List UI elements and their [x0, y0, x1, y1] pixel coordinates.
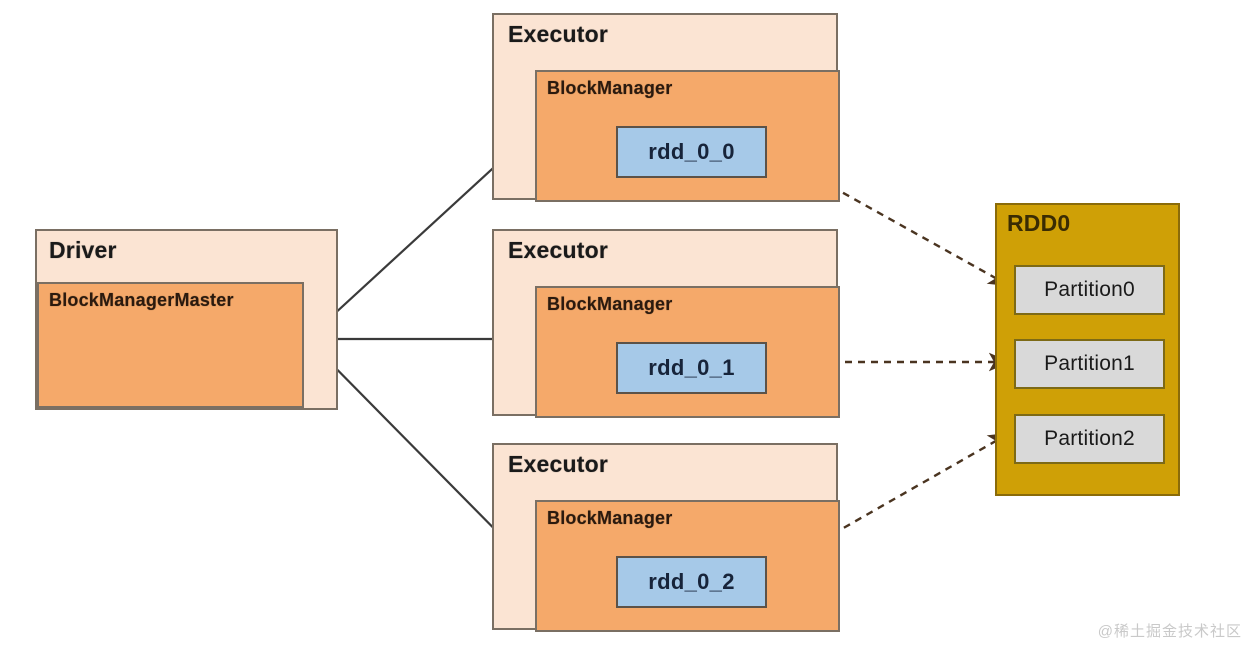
executor-title-3: Executor — [508, 451, 609, 477]
executor-title-1: Executor — [508, 21, 609, 47]
rdd-block-0-2: rdd_0_2 — [616, 556, 767, 608]
block-manager-title-3: BlockManager — [547, 508, 673, 528]
driver-title: Driver — [49, 237, 117, 263]
rdd0-container: RDD0 Partition0 Partition1 Partition2 — [995, 203, 1180, 496]
watermark: @稀土掘金技术社区 — [1097, 623, 1242, 640]
driver-container: Driver BlockManagerMaster — [35, 229, 338, 410]
block-manager-master-container: BlockManagerMaster — [37, 282, 304, 408]
executor-container-1: Executor BlockManager rdd_0_0 — [492, 13, 840, 202]
block-manager-container-1: BlockManager rdd_0_0 — [535, 70, 840, 202]
partition-1: Partition1 — [1014, 339, 1165, 389]
rdd0-title: RDD0 — [1007, 210, 1071, 236]
rdd-block-0-1: rdd_0_1 — [616, 342, 767, 394]
block-manager-title-2: BlockManager — [547, 294, 673, 314]
block-manager-master-title: BlockManagerMaster — [49, 290, 234, 310]
executor-container-2: Executor BlockManager rdd_0_1 — [492, 229, 840, 418]
block-manager-container-3: BlockManager rdd_0_2 — [535, 500, 840, 632]
executor-container-3: Executor BlockManager rdd_0_2 — [492, 443, 840, 632]
rdd-block-0-0: rdd_0_0 — [616, 126, 767, 178]
partition-2: Partition2 — [1014, 414, 1165, 464]
block-manager-container-2: BlockManager rdd_0_1 — [535, 286, 840, 418]
block-manager-title-1: BlockManager — [547, 78, 673, 98]
partition-0: Partition0 — [1014, 265, 1165, 315]
executor-title-2: Executor — [508, 237, 609, 263]
